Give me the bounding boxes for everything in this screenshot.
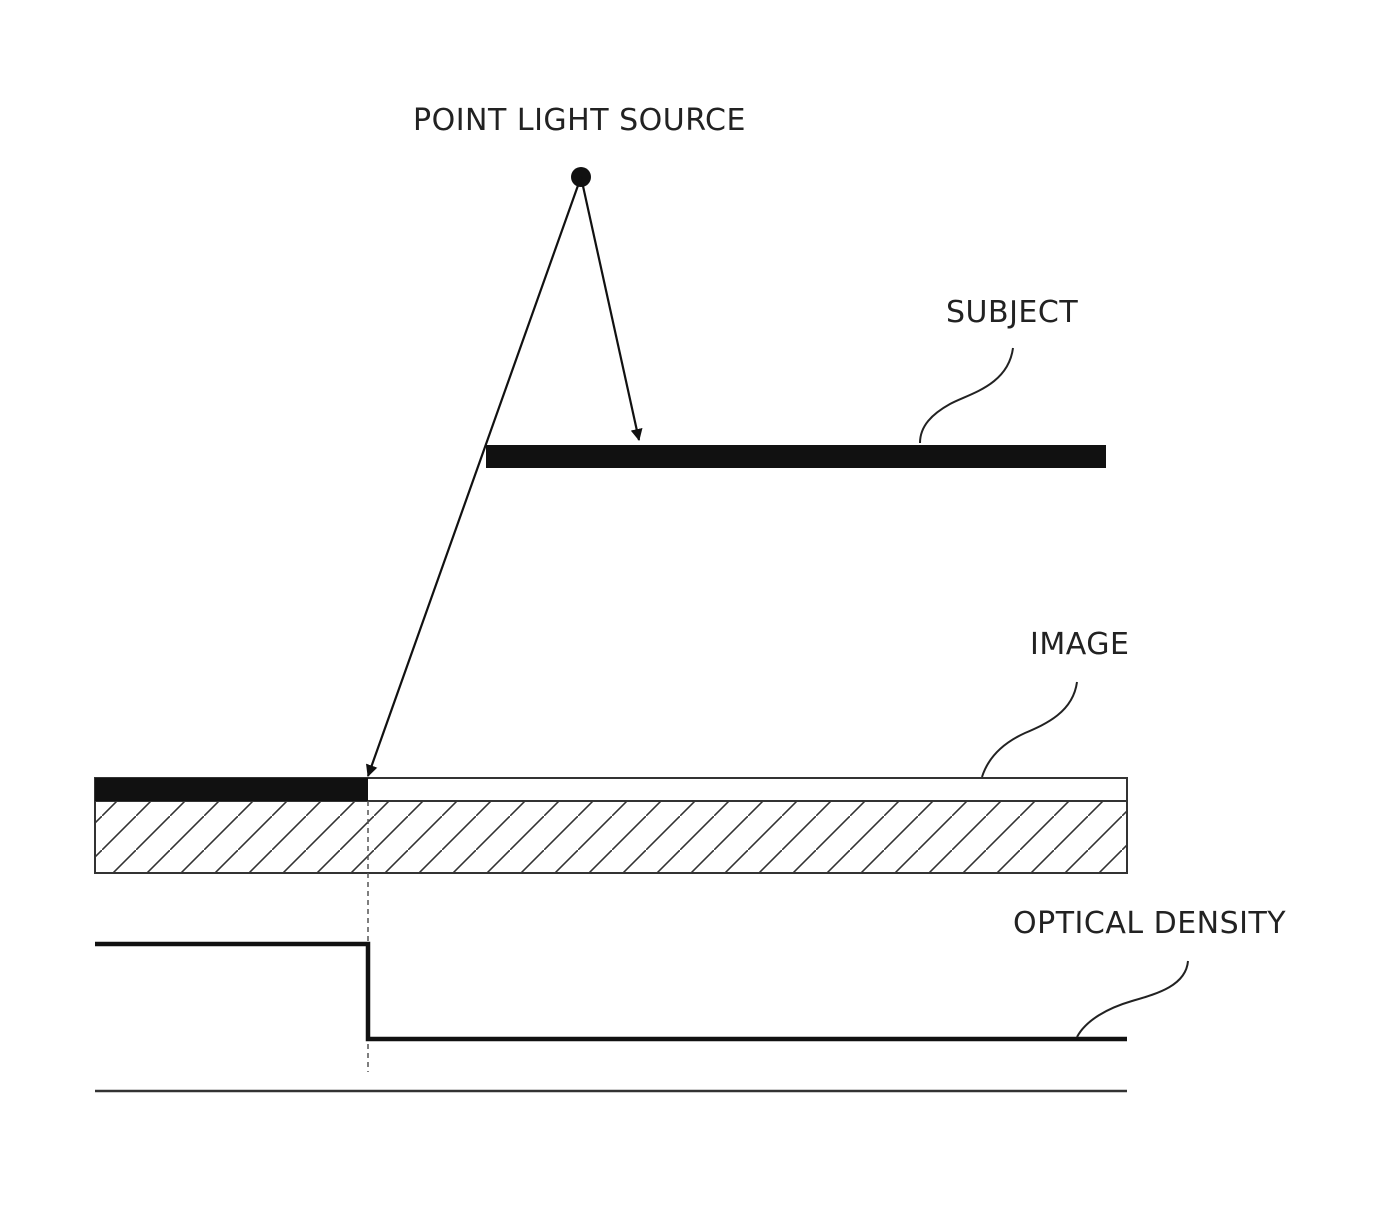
image-plate-hatching [95,801,1127,873]
subject-leader-line [920,348,1013,443]
subject-plate [486,445,1106,468]
ray-to-subject [581,177,639,440]
image-shadow-region [95,778,368,801]
optical-density-curve [95,944,1127,1039]
point-light-source-label: POINT LIGHT SOURCE [413,103,746,138]
image-leader-line [982,682,1077,777]
optical-density-leader-line [1077,961,1188,1037]
image-label: IMAGE [1030,627,1129,662]
optical-density-label: OPTICAL DENSITY [1013,906,1286,941]
subject-label: SUBJECT [946,295,1078,330]
ray-to-image [368,177,581,776]
